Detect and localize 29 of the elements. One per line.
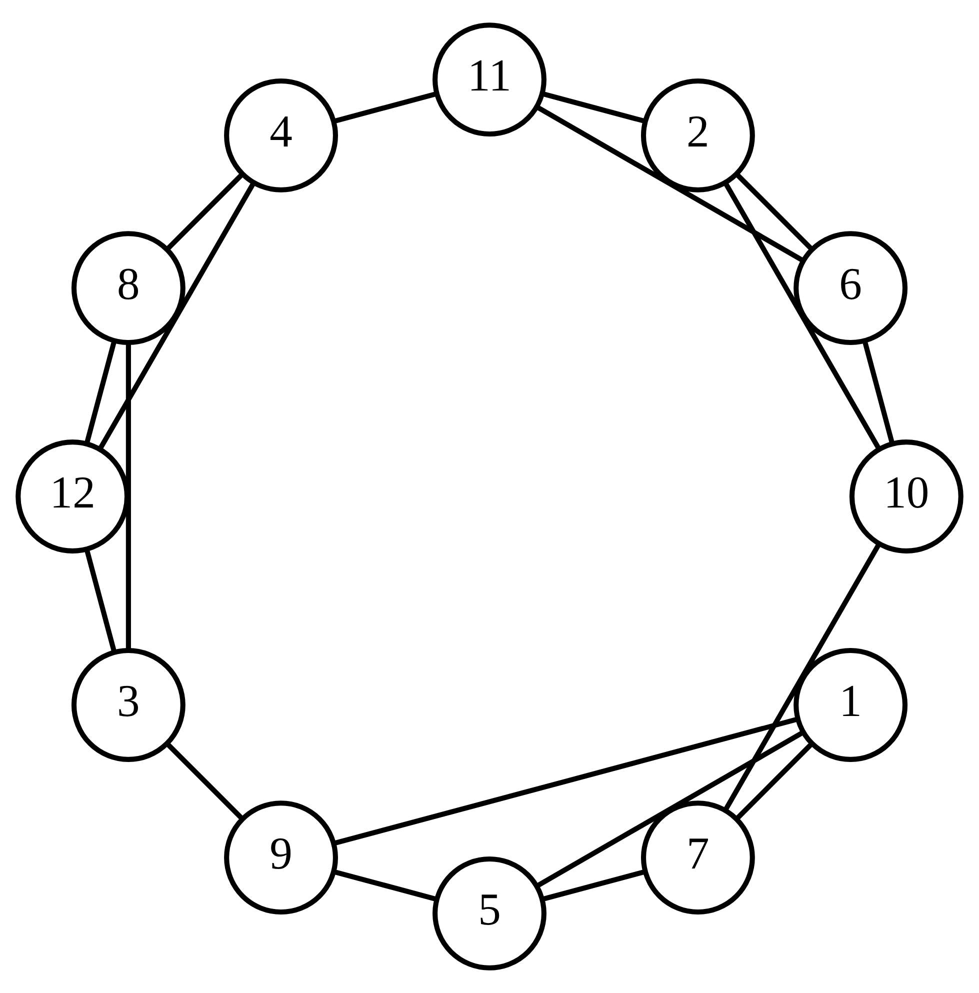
connector (333, 716, 798, 846)
node-circle: 2 (640, 78, 755, 192)
node-circle: 5 (432, 856, 546, 970)
connector (535, 730, 805, 888)
connector (165, 742, 244, 820)
connector (84, 340, 117, 445)
node-circle: 4 (224, 78, 338, 192)
connector (166, 172, 244, 251)
node-circle: 11 (432, 22, 546, 137)
node-circle: 1 (794, 648, 908, 762)
connector (723, 181, 882, 451)
connector (84, 548, 117, 652)
node-circle: 9 (224, 800, 338, 915)
connector (334, 91, 438, 124)
connector (735, 742, 814, 820)
connector (734, 172, 814, 251)
connector (723, 542, 882, 812)
connector (862, 340, 895, 445)
node-circle: 7 (640, 800, 755, 915)
node-circle: 6 (794, 231, 908, 346)
node-circle: 10 (849, 440, 964, 554)
connector (542, 91, 646, 124)
connector (126, 342, 131, 650)
node-circle: 3 (71, 648, 186, 762)
connector (98, 181, 256, 451)
connector (333, 869, 437, 902)
connector (535, 104, 805, 263)
connector (541, 869, 646, 902)
node-circle: 8 (71, 231, 186, 346)
